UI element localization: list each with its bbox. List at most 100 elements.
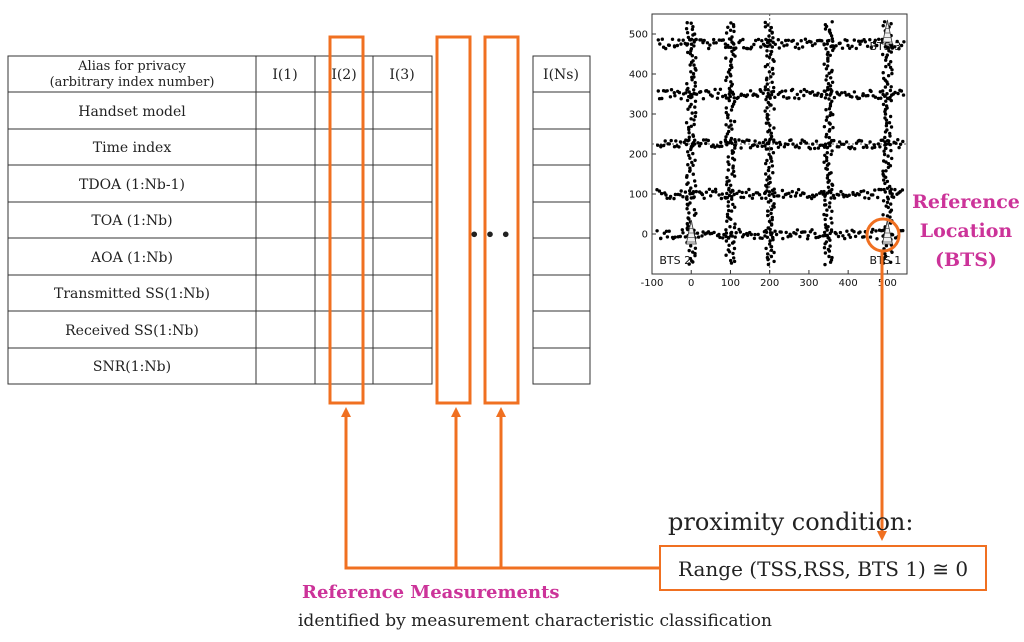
data-point bbox=[832, 196, 837, 200]
data-point bbox=[901, 139, 905, 144]
data-point bbox=[901, 228, 905, 233]
data-point bbox=[770, 192, 774, 196]
data-point bbox=[881, 52, 885, 57]
data-point bbox=[776, 145, 781, 149]
antenna-icon bbox=[881, 219, 893, 245]
data-point bbox=[659, 191, 664, 196]
data-point bbox=[823, 96, 828, 100]
data-point bbox=[719, 140, 723, 145]
data-point bbox=[712, 230, 716, 235]
data-point bbox=[724, 106, 728, 110]
data-point bbox=[747, 138, 751, 143]
data-point bbox=[707, 46, 711, 51]
data-point bbox=[823, 142, 828, 146]
data-point bbox=[754, 38, 758, 43]
data-point bbox=[688, 156, 692, 160]
data-point bbox=[769, 211, 773, 216]
data-point bbox=[845, 229, 849, 233]
data-point bbox=[899, 43, 904, 48]
data-point bbox=[691, 59, 695, 63]
data-point bbox=[730, 149, 734, 153]
data-point bbox=[865, 145, 869, 149]
data-point bbox=[889, 22, 893, 26]
data-point bbox=[896, 91, 900, 96]
data-point bbox=[798, 193, 803, 197]
data-point bbox=[715, 96, 720, 100]
column-header: I(1) bbox=[272, 67, 297, 83]
proximity-condition-label: proximity condition: bbox=[668, 508, 913, 536]
data-point bbox=[690, 111, 694, 115]
data-point bbox=[834, 232, 838, 236]
data-point bbox=[766, 88, 770, 92]
data-point bbox=[868, 235, 873, 239]
data-point bbox=[771, 36, 775, 40]
data-point bbox=[725, 75, 729, 80]
data-point bbox=[824, 240, 829, 244]
data-point bbox=[720, 192, 724, 196]
data-point bbox=[781, 95, 786, 99]
data-point bbox=[688, 52, 693, 56]
data-point bbox=[890, 233, 895, 237]
data-point bbox=[830, 99, 834, 104]
data-point bbox=[818, 234, 822, 239]
data-point bbox=[770, 164, 775, 168]
data-point bbox=[823, 233, 828, 237]
data-point bbox=[838, 230, 843, 235]
data-point bbox=[780, 89, 784, 94]
reference-location-label-2: Location bbox=[920, 220, 1013, 242]
data-point bbox=[687, 248, 691, 253]
data-point bbox=[724, 78, 728, 83]
data-point bbox=[825, 213, 829, 217]
x-tick-label: 300 bbox=[799, 278, 818, 289]
data-point bbox=[769, 254, 774, 259]
data-point bbox=[816, 91, 820, 96]
y-tick-label: 400 bbox=[629, 70, 648, 81]
data-point bbox=[889, 148, 893, 153]
data-point bbox=[805, 89, 809, 94]
data-point bbox=[862, 189, 866, 193]
data-point bbox=[727, 243, 731, 247]
column-header: I(2) bbox=[331, 67, 356, 83]
data-point bbox=[709, 194, 713, 198]
data-point bbox=[782, 44, 786, 48]
data-point bbox=[695, 231, 700, 235]
data-point bbox=[685, 202, 689, 206]
data-point bbox=[772, 250, 776, 255]
data-point bbox=[808, 147, 813, 151]
data-point bbox=[766, 252, 770, 256]
data-point bbox=[869, 45, 873, 50]
data-point bbox=[696, 141, 700, 145]
data-point bbox=[687, 262, 691, 266]
antenna-body bbox=[685, 219, 697, 245]
data-point bbox=[837, 93, 842, 97]
data-point bbox=[730, 127, 734, 131]
data-point bbox=[902, 40, 906, 44]
data-point bbox=[739, 195, 743, 199]
data-point bbox=[691, 172, 695, 176]
data-point bbox=[825, 228, 829, 232]
data-point bbox=[884, 58, 888, 62]
data-point bbox=[814, 193, 819, 197]
data-point bbox=[759, 45, 763, 49]
x-tick-label: -100 bbox=[641, 278, 664, 289]
data-point bbox=[793, 96, 797, 100]
data-point bbox=[770, 80, 774, 85]
data-point bbox=[773, 229, 777, 233]
data-point bbox=[767, 193, 771, 197]
data-point bbox=[873, 95, 878, 99]
data-point bbox=[772, 126, 776, 130]
data-point bbox=[830, 80, 835, 85]
data-point bbox=[885, 121, 889, 126]
data-point bbox=[690, 27, 695, 32]
data-point bbox=[748, 194, 752, 198]
data-point bbox=[783, 142, 788, 146]
data-point bbox=[765, 49, 769, 53]
data-point bbox=[656, 89, 660, 93]
data-point bbox=[900, 188, 905, 192]
data-point bbox=[734, 231, 738, 235]
data-point bbox=[832, 95, 837, 100]
data-point bbox=[829, 216, 833, 220]
data-point bbox=[694, 56, 698, 60]
data-point bbox=[732, 29, 736, 34]
data-point bbox=[822, 212, 826, 217]
